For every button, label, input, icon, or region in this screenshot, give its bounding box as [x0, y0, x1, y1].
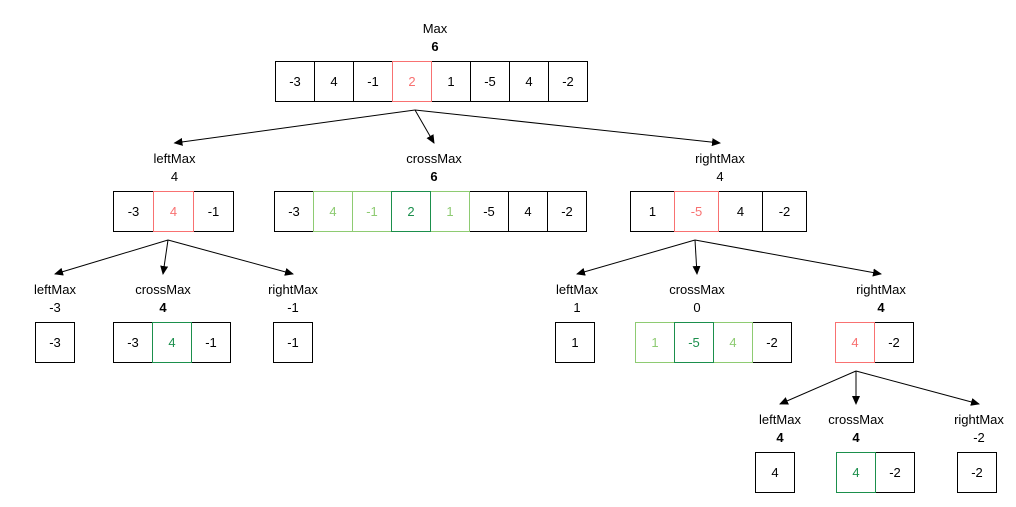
array-cell: 4	[835, 322, 875, 363]
edge-arrow-r-rc	[692, 239, 701, 275]
node-rr-label: rightMax	[856, 282, 906, 297]
node-root-value: 6	[431, 39, 439, 54]
node-rrl-array: 4	[755, 452, 795, 493]
node-ll-array: -3	[35, 322, 75, 363]
node-lr-value: -1	[287, 300, 299, 315]
node-rrl-label: leftMax	[759, 412, 801, 427]
array-cell: -5	[470, 61, 510, 102]
array-cell: 4	[153, 191, 194, 232]
array-cell: -1	[273, 322, 313, 363]
array-cell: 2	[391, 191, 431, 232]
node-l-label: leftMax	[153, 151, 196, 166]
array-cell: 2	[392, 61, 432, 102]
node-ll-value: -3	[49, 300, 61, 315]
array-cell: 4	[509, 61, 549, 102]
node-rrc-value: 4	[852, 430, 860, 445]
node-rrc-label: crossMax	[828, 412, 884, 427]
edge-arrow-root-c	[414, 109, 435, 144]
node-rl-value: 1	[573, 300, 581, 315]
node-rrr-array: -2	[957, 452, 997, 493]
node-c-value: 6	[430, 169, 438, 184]
array-cell: -2	[875, 452, 915, 493]
array-cell: -2	[957, 452, 997, 493]
edge-arrow-l-lc	[160, 239, 169, 275]
edge-arrow-root-r	[414, 109, 721, 147]
array-cell: 4	[718, 191, 763, 232]
node-rr-value: 4	[877, 300, 885, 315]
node-rrl-value: 4	[776, 430, 784, 445]
array-cell: 4	[508, 191, 548, 232]
edge-arrow-r-rl	[576, 239, 696, 276]
array-cell: -2	[752, 322, 792, 363]
array-cell: -3	[113, 191, 154, 232]
node-rr-array: 4-2	[835, 322, 914, 363]
node-l-value: 4	[170, 169, 179, 184]
edge-arrow-rr-rrl	[779, 370, 857, 405]
node-rc-label: crossMax	[669, 282, 725, 297]
array-cell: -1	[352, 191, 392, 232]
node-rrc-array: 4-2	[836, 452, 915, 493]
node-rl-label: leftMax	[556, 282, 598, 297]
node-rl-array: 1	[555, 322, 595, 363]
array-cell: -2	[547, 191, 587, 232]
array-cell: -2	[762, 191, 807, 232]
node-rc-value: 0	[693, 300, 701, 315]
node-lr-label: rightMax	[268, 282, 318, 297]
array-cell: 1	[431, 61, 471, 102]
array-cell: 1	[430, 191, 470, 232]
node-lc-label: crossMax	[135, 282, 191, 297]
edge-arrow-rr-rrr	[855, 370, 980, 406]
array-cell: -2	[548, 61, 588, 102]
array-cell: -2	[874, 322, 914, 363]
array-cell: 4	[152, 322, 192, 363]
array-cell: -1	[191, 322, 231, 363]
array-cell: -3	[275, 61, 315, 102]
array-cell: -3	[113, 322, 153, 363]
node-ll-label: leftMax	[34, 282, 76, 297]
edge-arrow-root-l	[173, 109, 416, 146]
edge-arrow-l-ll	[54, 239, 169, 276]
array-cell: 4	[314, 61, 354, 102]
node-lr-array: -1	[273, 322, 313, 363]
node-rrr-label: rightMax	[954, 412, 1004, 427]
array-cell: 4	[755, 452, 795, 493]
array-cell: -5	[674, 191, 719, 232]
array-cell: -1	[193, 191, 234, 232]
array-cell: -1	[353, 61, 393, 102]
array-cell: 4	[836, 452, 876, 493]
node-lc-value: 4	[159, 300, 167, 315]
array-cell: 4	[313, 191, 353, 232]
array-cell: -5	[674, 322, 714, 363]
node-r-value: 4	[716, 169, 724, 184]
node-root-label: Max	[422, 21, 448, 36]
node-c-label: crossMax	[406, 151, 462, 166]
array-cell: -3	[274, 191, 314, 232]
edge-arrow-l-lr	[167, 239, 294, 276]
edge-arrow-r-rr	[694, 239, 882, 277]
array-cell: -5	[469, 191, 509, 232]
array-cell: -3	[35, 322, 75, 363]
node-r-label: rightMax	[695, 151, 745, 166]
array-cell: 4	[713, 322, 753, 363]
array-cell: 1	[555, 322, 595, 363]
node-rrr-value: -2	[973, 430, 985, 445]
array-cell: 1	[635, 322, 675, 363]
array-cell: 1	[630, 191, 675, 232]
